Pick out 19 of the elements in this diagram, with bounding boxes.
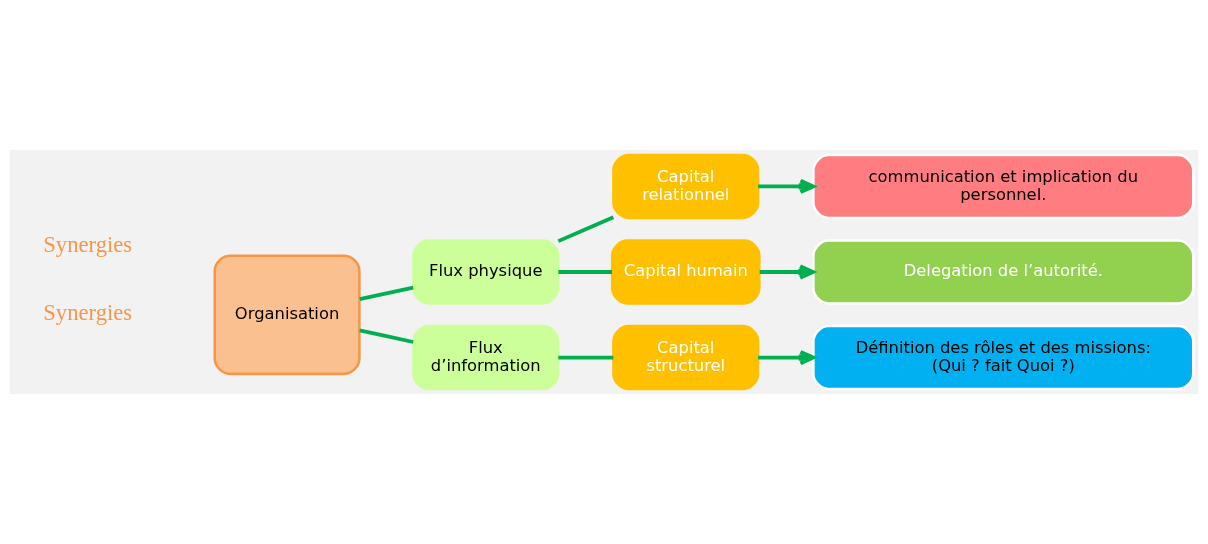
- arrow: [759, 264, 815, 280]
- connector: [359, 285, 414, 302]
- node-box: Flux d’information: [412, 324, 560, 391]
- node-box: Flux physique: [412, 239, 560, 305]
- connector: [359, 328, 414, 344]
- node-box: Delegation de l’autorité.: [812, 239, 1195, 305]
- arrow: [758, 350, 816, 366]
- connector: [557, 215, 615, 243]
- arrow: [758, 178, 816, 194]
- label: Synergies: [43, 232, 133, 258]
- node-box: Organisation: [213, 254, 361, 376]
- node-box: communication et implication du personnel.: [812, 153, 1195, 220]
- label: Synergies: [43, 300, 133, 326]
- connector: [558, 355, 614, 360]
- node-box: Capital relationnel: [612, 153, 760, 220]
- node-box: Capital structurel: [612, 324, 760, 391]
- connector: [558, 270, 612, 274]
- node-box: Capital humain: [610, 239, 761, 305]
- node-box: Définition des rôles et des missions: (Qui ? fait Quoi ?): [812, 324, 1195, 391]
